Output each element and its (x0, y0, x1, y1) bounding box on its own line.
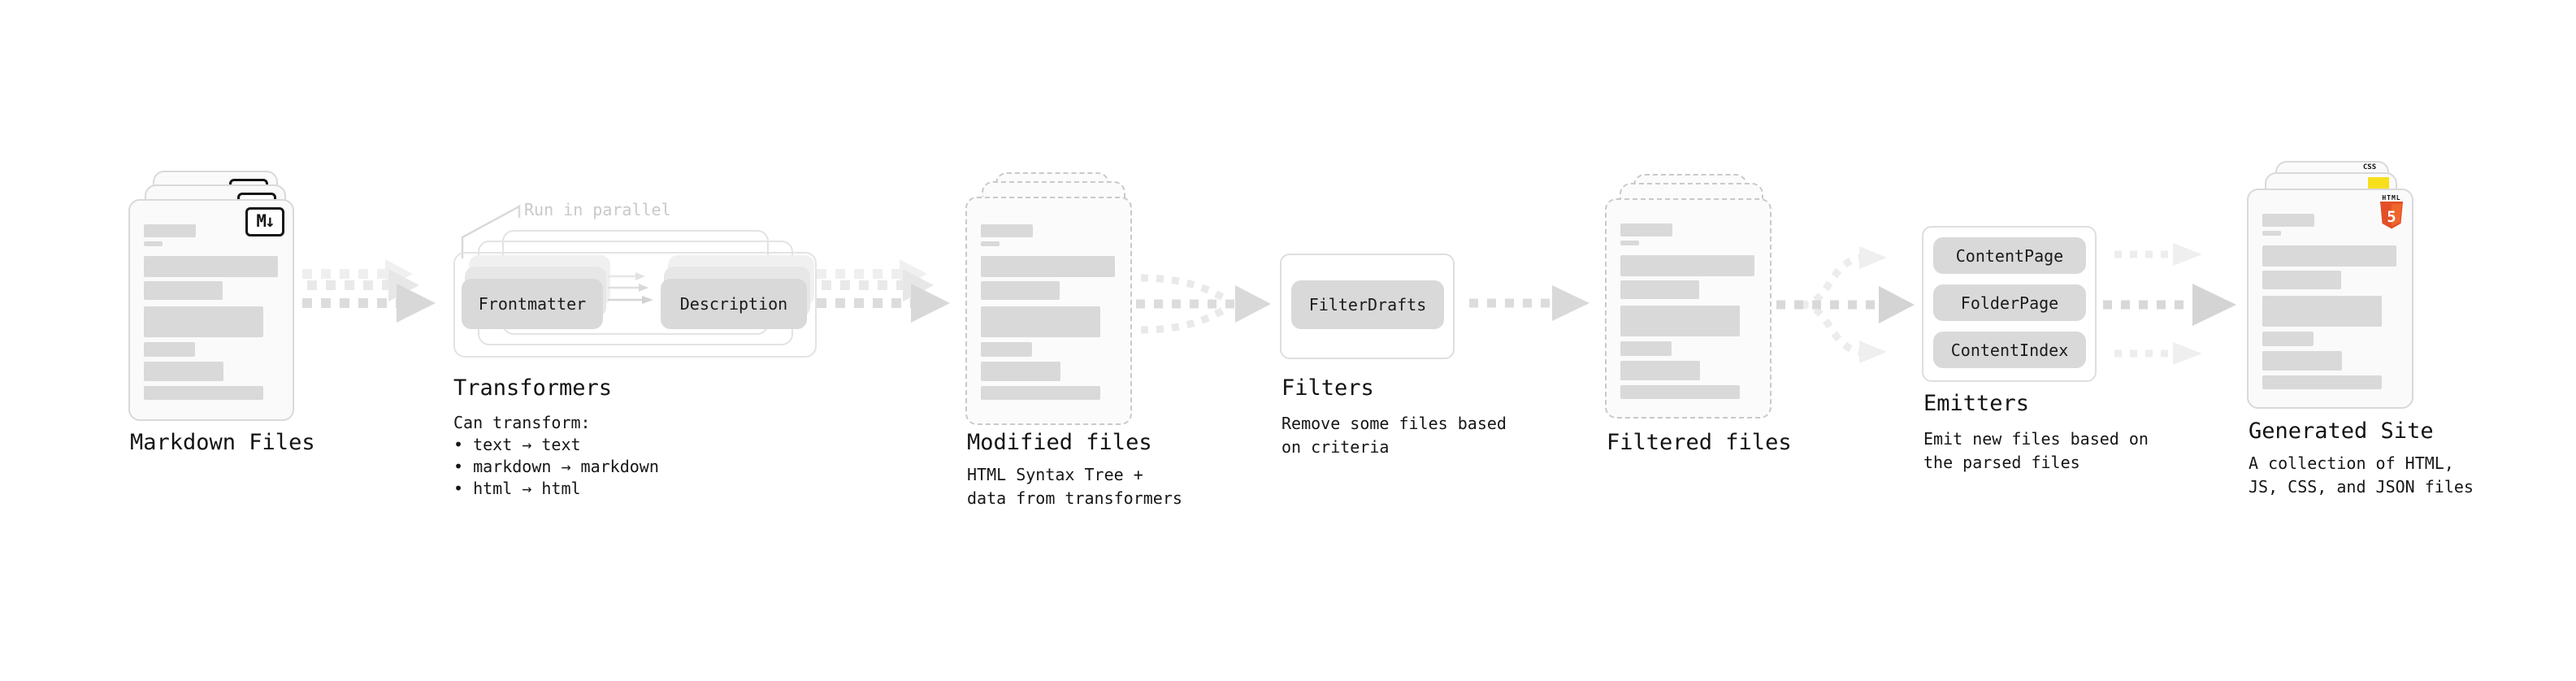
transformer-chip-description: Description (661, 279, 807, 329)
skeleton-line (144, 224, 196, 237)
transformer-chip-frontmatter: Frontmatter (462, 279, 603, 329)
stage-title-modified-files: Modified files (967, 430, 1152, 455)
arrow-emitters-to-site-icon (2103, 243, 2236, 365)
markdown-file-card-front: M↓ (128, 199, 294, 421)
skeleton-line (1620, 385, 1740, 399)
stage-title-generated-site: Generated Site (2249, 419, 2434, 444)
emitter-chip-folderpage: FolderPage (1933, 284, 2086, 321)
modified-file-card-front (965, 197, 1132, 425)
skeleton-line (144, 281, 223, 300)
skeleton-line (1620, 361, 1700, 380)
skeleton-line (981, 256, 1115, 277)
skeleton-line (2262, 231, 2281, 236)
skeleton-line (144, 386, 263, 400)
stage-title-filters: Filters (1281, 375, 1374, 401)
markdown-icon: M↓ (245, 207, 284, 236)
stage-title-emitters: Emitters (1923, 391, 2030, 416)
filtered-file-card-front (1605, 198, 1772, 419)
stage-title-transformers: Transformers (453, 375, 613, 401)
skeleton-line (1620, 280, 1699, 299)
skeleton-line (144, 342, 195, 357)
transformers-box-front (453, 252, 817, 358)
filter-chip-filterdrafts: FilterDrafts (1291, 280, 1444, 329)
skeleton-line (2262, 375, 2382, 389)
skeleton-line (2262, 351, 2342, 371)
skeleton-line (2262, 245, 2396, 267)
skeleton-line (981, 281, 1060, 300)
arrow-modified-to-filters-icon (1136, 274, 1271, 334)
skeleton-line (2262, 332, 2314, 346)
skeleton-line (2262, 271, 2341, 289)
skeleton-line (981, 386, 1100, 400)
skeleton-line (1620, 241, 1639, 245)
skeleton-line (144, 362, 223, 381)
emitters-description: Emit new files based on the parsed files (1923, 429, 2149, 472)
skeleton-line (981, 224, 1033, 237)
skeleton-line (1620, 255, 1754, 276)
modified-description: HTML Syntax Tree + data from transformer… (967, 465, 1182, 508)
skeleton-line (981, 362, 1060, 381)
skeleton-line (981, 306, 1100, 337)
arrow-markdown-to-transformers-icon (302, 259, 436, 323)
filters-box (1280, 254, 1455, 359)
generated-description: A collection of HTML, JS, CSS, and JSON … (2249, 453, 2474, 497)
transformers-description: Can transform: • text → text • markdown … (453, 413, 659, 498)
stage-title-markdown-files: Markdown Files (130, 430, 315, 455)
stage-title-filtered-files: Filtered files (1607, 430, 1792, 455)
run-in-parallel-label: Run in parallel (524, 200, 671, 219)
skeleton-line (2262, 296, 2382, 327)
site-file-card-html: HTML 5 (2247, 189, 2413, 409)
skeleton-line (981, 342, 1032, 357)
skeleton-line (144, 256, 278, 277)
filters-description: Remove some files based on criteria (1281, 414, 1507, 457)
skeleton-line (981, 241, 1000, 246)
parallel-mini-arrows-icon (608, 272, 653, 304)
arrow-filters-to-filtered-icon (1469, 285, 1589, 321)
emitter-chip-contentindex: ContentIndex (1933, 332, 2086, 368)
arrow-filtered-to-emitters-icon (1776, 246, 1915, 363)
annotation-connector-icon (461, 204, 521, 258)
skeleton-line (2262, 214, 2314, 227)
emitter-chip-contentpage: ContentPage (1933, 237, 2086, 274)
arrow-transformers-to-modified-icon (817, 259, 950, 323)
skeleton-line (144, 241, 163, 246)
skeleton-line (1620, 341, 1672, 356)
html5-icon: HTML 5 (2378, 194, 2405, 232)
skeleton-line (1620, 223, 1672, 236)
svg-text:5: 5 (2387, 208, 2396, 226)
skeleton-line (1620, 306, 1740, 336)
emitters-box (1922, 226, 2097, 382)
skeleton-line (144, 306, 263, 337)
